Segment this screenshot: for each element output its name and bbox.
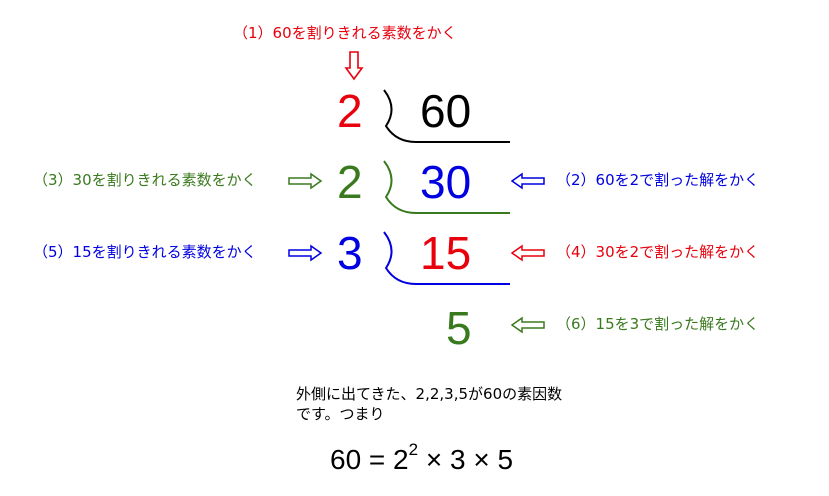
division-bracket-2 [383,160,510,214]
formula-rest: × 3 × 5 [418,444,514,475]
factorization-formula: 60 = 22 × 3 × 5 [330,440,514,476]
summary-line-1: 外側に出てきた、2,2,3,5が60の素因数 [296,385,563,403]
step5-note: （5）15を割りきれる素数をかく [33,243,257,261]
left-arrow-icon [510,172,545,190]
step2-note: （2）60を2で割った解をかく [556,171,760,189]
down-arrow-icon [344,51,364,81]
divisor-2: 2 [337,156,363,208]
left-arrow-icon [510,244,545,262]
step4-note: （4）30を2で割った解をかく [556,243,760,261]
right-arrow-icon [288,244,323,262]
quotient-60: 60 [420,85,472,137]
divisor-3: 3 [337,227,363,279]
step1-note: （1）60を割りきれる素数をかく [233,24,457,42]
summary-line-2: です。つまり [296,405,385,423]
step6-note: （6）15を3で割った解をかく [556,315,760,333]
divisor-1: 2 [337,85,363,137]
division-bracket-1 [383,89,510,143]
quotient-15: 15 [420,227,472,279]
division-bracket-3 [383,231,510,285]
quotient-5: 5 [446,302,472,354]
step3-note: （3）30を割りきれる素数をかく [33,171,257,189]
formula-exponent: 2 [408,440,419,459]
left-arrow-icon [510,316,545,334]
right-arrow-icon [288,172,323,190]
quotient-30: 30 [420,156,472,208]
formula-lhs: 60 = 2 [330,444,409,475]
